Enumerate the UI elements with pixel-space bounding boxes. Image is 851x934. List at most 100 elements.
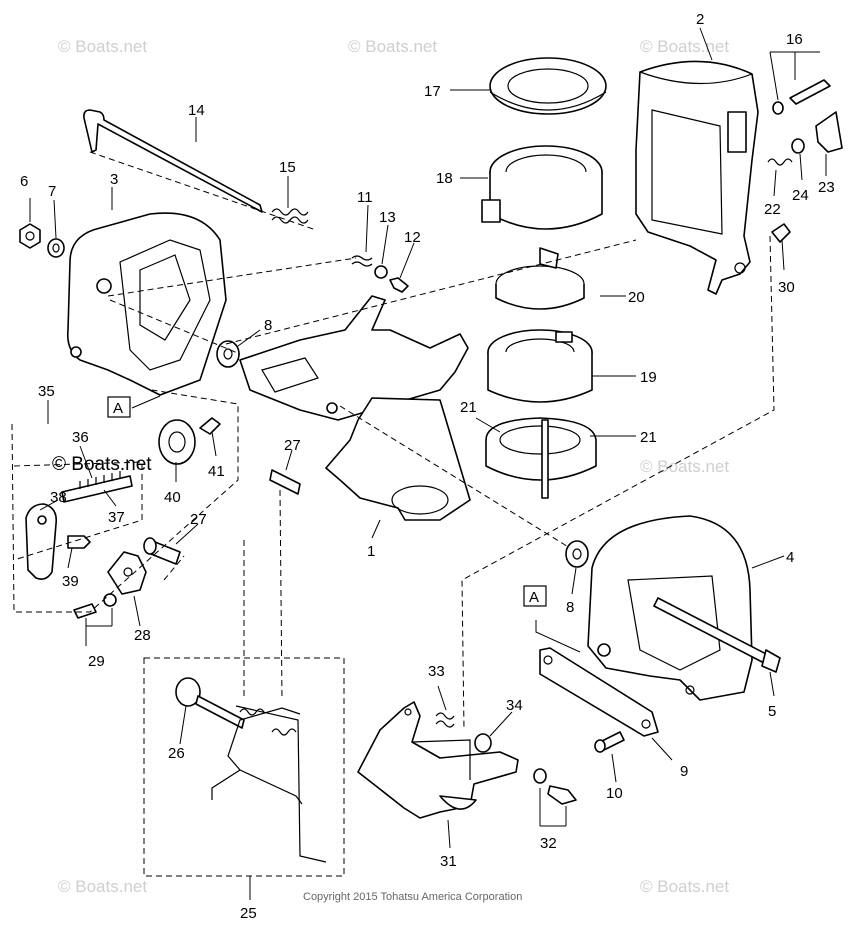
reference-marker-a-left-label: A [113, 400, 123, 417]
part-31-tilt-lever [357, 701, 519, 819]
part-26-knob [175, 677, 245, 729]
callout-20: 20 [628, 289, 645, 306]
callout-12: 12 [404, 229, 421, 246]
callout-7: 7 [48, 183, 56, 200]
part-28-bracket [107, 551, 147, 595]
part-22-spring [767, 158, 793, 166]
part-11-spring [351, 255, 373, 267]
watermark-7: © Boats.net [640, 877, 729, 896]
part-37-threaded-rod [61, 471, 133, 503]
callout-21-left: 21 [460, 399, 477, 416]
callout-27-lower: 27 [190, 511, 207, 528]
part-13-washer [374, 265, 388, 279]
part-2-housing [635, 60, 759, 295]
callout-6: 6 [20, 173, 28, 190]
callout-23: 23 [818, 179, 835, 196]
callout-13: 13 [379, 209, 396, 226]
callout-18: 18 [436, 170, 453, 187]
callout-30: 30 [778, 279, 795, 296]
part-33-spring [435, 712, 455, 728]
callout-28: 28 [134, 627, 151, 644]
callout-37: 37 [108, 509, 125, 526]
dashed-group-25 [143, 657, 345, 877]
part-1-swivel-bracket [239, 295, 471, 521]
callout-25: 25 [240, 905, 257, 922]
part-19-bushing [487, 329, 593, 403]
callout-22: 22 [764, 201, 781, 218]
part-23-lever [815, 111, 843, 153]
part-14-rod [83, 109, 263, 213]
reference-marker-a-left: A [107, 396, 131, 418]
callout-2: 2 [696, 11, 704, 28]
reference-marker-a-right-label: A [529, 589, 539, 606]
part-40-friction-disc [158, 419, 196, 465]
callout-5: 5 [768, 703, 776, 720]
callout-27-upper: 27 [284, 437, 301, 454]
part-38-handle [25, 503, 58, 580]
part-41-bolt [199, 417, 221, 435]
callout-labels: 1 2 3 4 5 6 7 8 8 9 10 11 12 13 14 15 16… [20, 11, 835, 922]
part-18-bushing [481, 145, 603, 230]
callout-29: 29 [88, 653, 105, 670]
part-29-bolt-washer [73, 593, 117, 619]
dashed-group-35 [11, 389, 239, 613]
callout-19: 19 [640, 369, 657, 386]
callout-1: 1 [367, 543, 375, 560]
part-6-nut [19, 223, 41, 249]
callout-3: 3 [110, 171, 118, 188]
callout-14: 14 [188, 102, 205, 119]
part-27-pin-upper [269, 469, 301, 495]
watermark-5: © Boats.net [640, 457, 729, 476]
callout-31: 31 [440, 853, 457, 870]
callout-34: 34 [506, 697, 523, 714]
part-17-bushing [489, 57, 607, 115]
callout-17: 17 [424, 83, 441, 100]
watermark-center-left: © Boats.net [52, 454, 152, 475]
part-21-split-bushing [485, 417, 597, 499]
callout-26: 26 [168, 745, 185, 762]
watermark-2: © Boats.net [348, 37, 437, 56]
part-8-washer-lower [565, 540, 589, 568]
watermark-3: © Boats.net [640, 37, 729, 56]
callout-9: 9 [680, 763, 688, 780]
part-9-plate [539, 647, 659, 737]
part-8-washer-upper [216, 340, 240, 368]
part-7-washer [47, 238, 65, 258]
part-3-clamp-bracket-left [66, 212, 227, 396]
part-15-spring [271, 208, 309, 224]
part-10-screw [594, 731, 625, 753]
watermark-1: © Boats.net [58, 37, 147, 56]
callout-8-lower: 8 [566, 599, 574, 616]
reference-marker-a-right: A [523, 585, 547, 607]
part-20-band-clamp [495, 247, 585, 310]
part-32-bolt-washer [533, 768, 577, 805]
callout-33: 33 [428, 663, 445, 680]
part-24-washer [791, 138, 805, 154]
callout-15: 15 [279, 159, 296, 176]
callout-41: 41 [208, 463, 225, 480]
part-39-screw [67, 535, 91, 549]
callout-36: 36 [72, 429, 89, 446]
leader-lines [29, 27, 827, 900]
callout-40: 40 [164, 489, 181, 506]
part-5-bolt [653, 597, 781, 673]
part-30-grease-fitting [771, 223, 791, 243]
part-27-pin-lower [143, 537, 181, 565]
callout-39: 39 [62, 573, 79, 590]
callout-4: 4 [786, 549, 794, 566]
part-34-collar [474, 733, 492, 753]
part-16-bolt-washer [772, 79, 831, 115]
callout-35: 35 [38, 383, 55, 400]
callout-32: 32 [540, 835, 557, 852]
part-12-bolt [389, 277, 409, 293]
part-25-spring-lever [211, 705, 327, 863]
callout-38: 38 [50, 489, 67, 506]
watermark-6: © Boats.net [58, 877, 147, 896]
callout-24: 24 [792, 187, 809, 204]
callout-21-right: 21 [640, 429, 657, 446]
alignment-lines [89, 151, 775, 731]
callout-8-upper: 8 [264, 317, 272, 334]
callout-10: 10 [606, 785, 623, 802]
